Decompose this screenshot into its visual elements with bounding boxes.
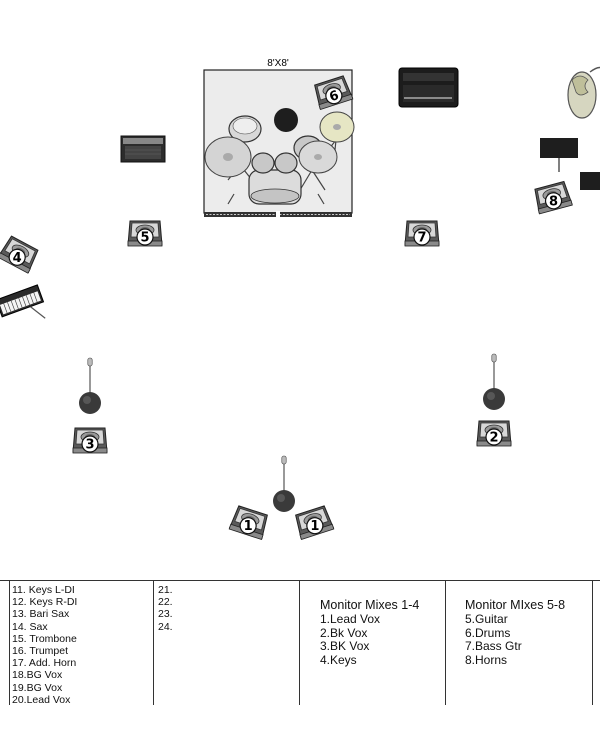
- channel-entry: 18.BG Vox: [12, 669, 63, 682]
- monitor-number: 1: [244, 519, 253, 534]
- channel-entry: 17. Add. Horn: [12, 657, 77, 670]
- horn-section-icon: [540, 66, 600, 190]
- channel-entry: 12. Keys R-DI: [12, 596, 78, 609]
- mix-entry: 4.Keys: [320, 652, 357, 667]
- monitor-number: 5: [140, 231, 149, 246]
- keyboard-icon: [0, 284, 46, 319]
- mic-stand-left: [78, 357, 102, 415]
- monitor-number: 3: [85, 438, 94, 453]
- bass-amp-icon: [398, 67, 459, 108]
- channel-entry: 24.: [158, 620, 173, 633]
- monitor-wedge-8: 8: [532, 180, 573, 215]
- monitor-number: 7: [417, 231, 426, 246]
- mix-entry: 8.Horns: [465, 652, 508, 667]
- monitor-number: 8: [549, 194, 558, 209]
- input-list-table: 11. Keys L-DI 12. Keys R-DI 13. Bari Sax…: [0, 580, 600, 706]
- riser-size-label: 8'X8': [267, 58, 289, 69]
- monitor-mixes-1-4: Monitor Mixes 1-4 1.Lead Vox 2.Bk Vox 3.…: [320, 581, 442, 705]
- mix-entry: 5.Guitar: [465, 612, 508, 626]
- mix-entry: 6.Drums: [465, 625, 511, 640]
- monitor-number: 4: [13, 251, 22, 266]
- channel-entry: 22.: [158, 596, 173, 609]
- mic-stand-right: [482, 353, 506, 411]
- channel-entry: 14. Sax: [12, 620, 48, 633]
- monitor-number: 1: [310, 519, 319, 534]
- channel-entry: 15. Trombone: [12, 632, 77, 645]
- channel-entry: 21.: [158, 584, 173, 596]
- monitor-number: 2: [489, 431, 498, 446]
- monitor-wedge-1-right: 1: [293, 504, 335, 541]
- monitor-wedge-3: 3: [72, 427, 108, 454]
- channel-entry: 11. Keys L-DI: [12, 584, 75, 596]
- mix-entry: 3.BK Vox: [320, 639, 370, 654]
- channel-entry: 19.BG Vox: [12, 681, 63, 694]
- channel-column-1: 11. Keys L-DI 12. Keys R-DI 13. Bari Sax…: [12, 581, 152, 706]
- monitor-mixes-title: Monitor MIxes 5-8: [465, 598, 566, 612]
- guitar-amp-icon: [120, 135, 166, 163]
- mic-stand-center: [272, 455, 296, 513]
- channel-entry: 20.Lead Vox: [12, 693, 71, 706]
- mix-entry: 2.Bk Vox: [320, 625, 368, 640]
- channel-entry: 13. Bari Sax: [12, 608, 70, 621]
- channel-entry: 16. Trumpet: [12, 645, 69, 658]
- monitor-wedge-2: 2: [476, 420, 512, 447]
- monitor-mixes-5-8: Monitor MIxes 5-8 5.Guitar 6.Drums 7.Bas…: [465, 581, 590, 705]
- mix-entry: 7.Bass Gtr: [465, 639, 522, 654]
- drum-kit-icon: [204, 108, 355, 205]
- stage-plot: 8'X8': [0, 58, 600, 541]
- monitor-mixes-title: Monitor Mixes 1-4: [320, 598, 420, 612]
- monitor-wedge-6: 6: [312, 74, 354, 111]
- monitor-wedge-1-left: 1: [228, 504, 270, 541]
- channel-column-2: 21. 22. 23. 24.: [158, 581, 296, 705]
- monitor-number: 6: [328, 88, 341, 105]
- monitor-wedge-7: 7: [404, 220, 440, 247]
- monitor-wedge-4: 4: [0, 234, 41, 274]
- mix-entry: 1.Lead Vox: [320, 612, 381, 626]
- monitor-wedge-5: 5: [127, 220, 163, 247]
- channel-entry: 23.: [158, 608, 173, 621]
